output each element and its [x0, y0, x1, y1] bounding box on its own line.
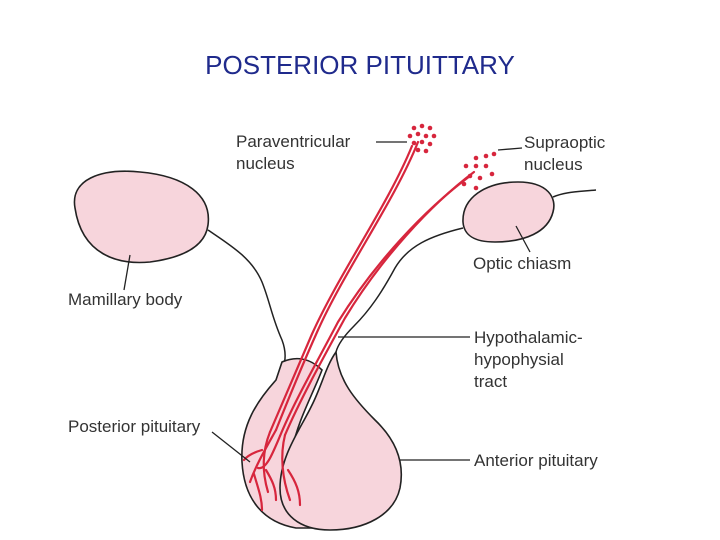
anterior-pituitary-shape	[279, 349, 403, 531]
hypothalamus-outline	[207, 229, 286, 381]
optic-nerve-line	[552, 189, 597, 198]
label-paraventricular: Paraventricular	[236, 132, 351, 151]
label-posterior-pituitary: Posterior pituitary	[68, 417, 201, 436]
label-mamillary-body: Mamillary body	[68, 290, 183, 309]
label-anterior-pituitary: Anterior pituitary	[474, 451, 598, 470]
label-supraoptic: Supraoptic	[524, 133, 606, 152]
label-supraoptic-nucleus: nucleus	[524, 155, 583, 174]
paraventricular-cell-dots	[407, 123, 437, 154]
optic-chiasm-shape	[462, 181, 555, 243]
label-tract-line1: Hypothalamic-	[474, 328, 583, 347]
label-tract-line2: hypophysial	[474, 350, 564, 369]
label-paraventricular-nucleus: nucleus	[236, 154, 295, 173]
label-tract-line3: tract	[474, 372, 507, 391]
slide-title: POSTERIOR PITUITTARY	[205, 50, 515, 80]
supraoptic-cell-dots	[461, 151, 497, 191]
mamillary-body-shape	[73, 170, 210, 264]
hypothalamus-outline-right	[335, 227, 464, 353]
label-optic-chiasm: Optic chiasm	[473, 254, 571, 273]
nerve-fibers	[242, 140, 476, 512]
leader-lines	[123, 141, 531, 463]
